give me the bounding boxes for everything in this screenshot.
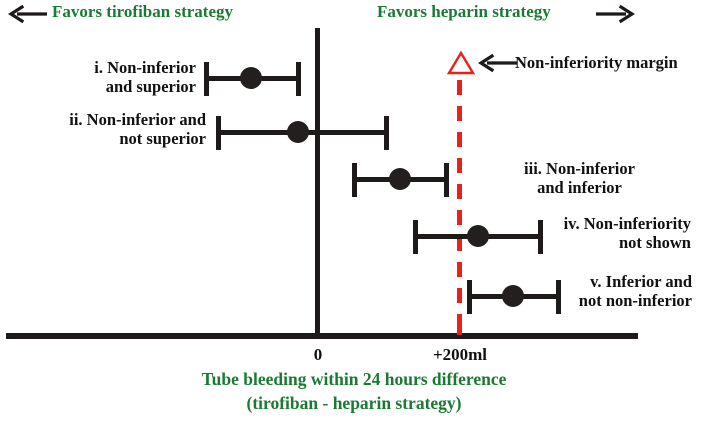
ci-cap-upper xyxy=(444,163,449,197)
ci-cap-lower xyxy=(413,220,418,254)
x-axis-line xyxy=(6,333,638,339)
row-label-ii: ii. Non-inferior and not superior xyxy=(69,110,206,149)
arrow-right-icon xyxy=(595,4,635,24)
x-axis-tick-zero xyxy=(315,325,320,335)
x-tick-label-200ml: +200ml xyxy=(432,345,488,364)
point-estimate-marker xyxy=(287,121,309,143)
ci-cap-lower xyxy=(204,62,209,96)
ci-cap-upper xyxy=(556,280,561,314)
point-estimate-marker xyxy=(467,225,489,247)
point-estimate-marker xyxy=(240,67,262,89)
ci-cap-lower xyxy=(467,280,472,314)
x-tick-label-zero: 0 xyxy=(313,345,323,364)
favors-heparin-label: Favors heparin strategy xyxy=(377,2,551,21)
ci-cap-upper xyxy=(384,116,389,150)
ci-cap-lower xyxy=(216,116,221,150)
row-label-v: v. Inferior and not non-inferior xyxy=(578,272,692,311)
row-label-iv: iv. Non-inferiority not shown xyxy=(563,214,691,253)
open-triangle-marker-icon xyxy=(446,50,476,81)
row-label-i: i. Non-inferior and superior xyxy=(94,58,196,97)
non-inferiority-margin-label: Non-inferiority margin xyxy=(515,53,678,72)
row-label-iii: iii. Non-inferior and inferior xyxy=(524,159,635,198)
x-axis-tick-margin xyxy=(457,325,462,335)
caption-line-1: Tube bleeding within 24 hours difference xyxy=(201,369,507,389)
arrow-left-icon xyxy=(8,4,48,24)
point-estimate-marker xyxy=(502,285,524,307)
x-axis-caption: Tube bleeding within 24 hours difference… xyxy=(0,368,708,415)
caption-line-2: (tirofiban - heparin strategy) xyxy=(246,392,462,413)
ci-cap-lower xyxy=(352,163,357,197)
zero-reference-line xyxy=(315,28,320,334)
favors-tirofiban-label: Favors tirofiban strategy xyxy=(52,2,233,21)
ci-cap-upper xyxy=(538,220,543,254)
ci-cap-upper xyxy=(296,62,301,96)
point-estimate-marker xyxy=(389,168,411,190)
arrow-left-icon xyxy=(478,53,518,73)
non-inferiority-margin-line xyxy=(457,80,462,336)
